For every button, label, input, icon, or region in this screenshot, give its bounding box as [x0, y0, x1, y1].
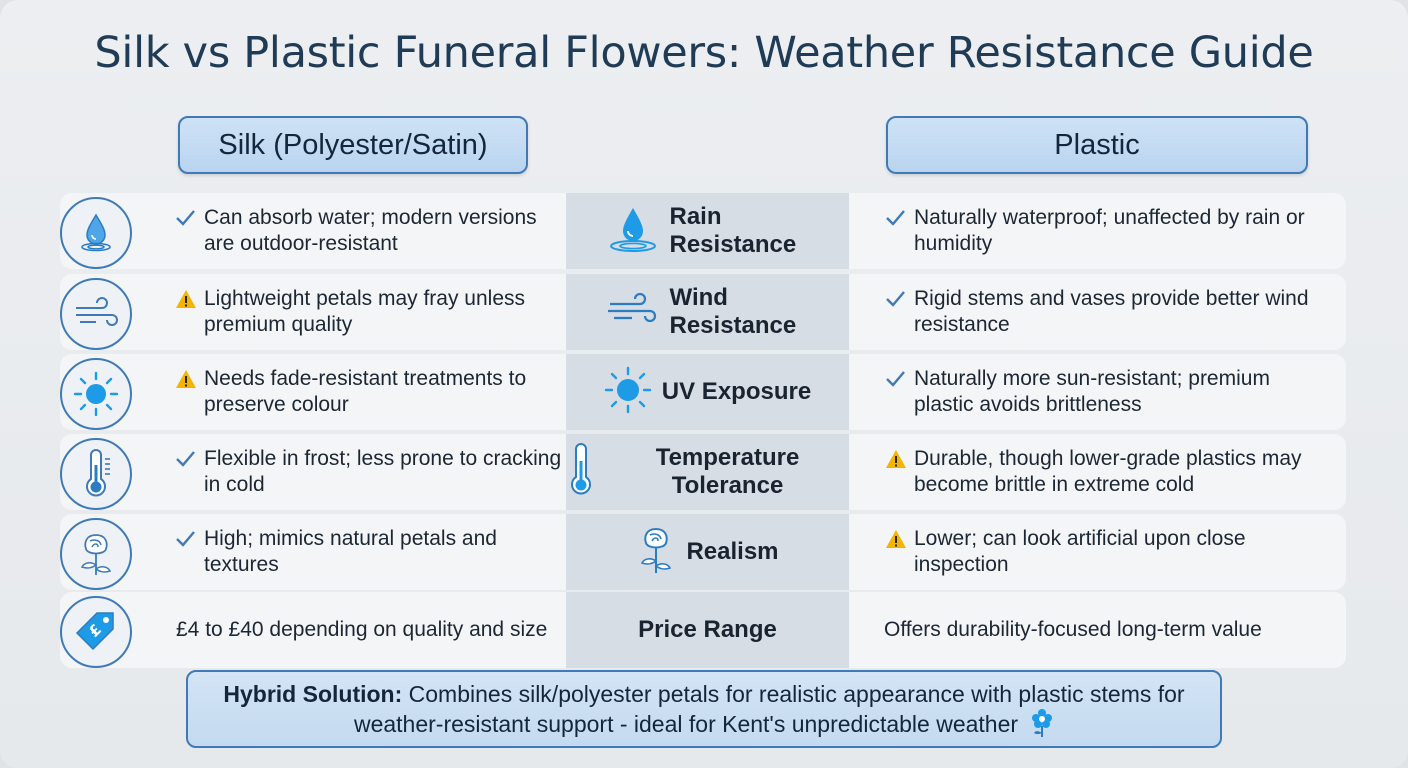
sun-icon: [60, 358, 132, 430]
comparison-row-temperature: Flexible in frost; less prone to crackin…: [60, 434, 1346, 510]
plastic-uv-cell: Naturally more sun-resistant; premium pl…: [884, 354, 1334, 430]
rose-icon: [636, 523, 676, 582]
silk-temperature-text: Flexible in frost; less prone to crackin…: [204, 447, 562, 496]
category-temperature: Temperature Tolerance: [566, 434, 849, 510]
warning-icon: [884, 448, 914, 470]
silk-price-cell: £4 to £40 depending on quality and size: [176, 592, 566, 668]
check-icon: [884, 289, 914, 309]
sun-icon: [604, 366, 652, 419]
page-title: Silk vs Plastic Funeral Flowers: Weather…: [94, 28, 1314, 78]
plastic-column-header: Plastic: [886, 116, 1308, 174]
hybrid-solution-label: Hybrid Solution:: [223, 681, 403, 707]
comparison-row-uv: Needs fade-resistant treatments to prese…: [60, 354, 1346, 430]
water-drop-icon: [60, 197, 132, 269]
rose-icon: [60, 518, 132, 590]
category-label: Price Range: [638, 616, 777, 643]
plastic-rain-cell: Naturally waterproof; unaffected by rain…: [884, 193, 1334, 269]
thermometer-icon: [60, 438, 132, 510]
comparison-row-realism: High; mimics natural petals and textures…: [60, 514, 1346, 590]
category-realism: Realism: [566, 514, 849, 590]
comparison-row-wind: Lightweight petals may fray unless premi…: [60, 274, 1346, 350]
comparison-row-price: £ £4 to £40 depending on quality and siz…: [60, 592, 1346, 668]
flower-icon: [1030, 708, 1054, 744]
thermometer-icon: [566, 442, 596, 502]
category-label: Realism: [686, 538, 779, 565]
silk-uv-cell: Needs fade-resistant treatments to prese…: [174, 354, 564, 430]
wind-icon: [60, 278, 132, 350]
plastic-wind-cell: Rigid stems and vases provide better win…: [884, 274, 1334, 350]
hybrid-solution-text: Combines silk/polyester petals for reali…: [353, 681, 1185, 738]
silk-uv-text: Needs fade-resistant treatments to prese…: [204, 367, 527, 416]
check-icon: [884, 208, 914, 228]
warning-icon: [174, 368, 204, 390]
silk-rain-cell: Can absorb water; modern versions are ou…: [174, 193, 564, 269]
plastic-realism-cell: Lower; can look artificial upon close in…: [884, 514, 1334, 590]
category-label: Temperature Tolerance: [655, 444, 800, 499]
silk-temperature-cell: Flexible in frost; less prone to crackin…: [174, 434, 564, 510]
silk-realism-text: High; mimics natural petals and textures: [204, 527, 497, 576]
price-tag-icon: £: [60, 596, 132, 668]
category-price: Price Range: [566, 592, 849, 668]
category-label: UV Exposure: [661, 378, 812, 405]
category-label: Rain Resistance: [669, 203, 797, 258]
plastic-uv-text: Naturally more sun-resistant; premium pl…: [914, 367, 1270, 416]
plastic-realism-text: Lower; can look artificial upon close in…: [914, 527, 1246, 576]
category-wind: Wind Resistance: [566, 274, 849, 350]
plastic-temperature-cell: Durable, though lower-grade plastics may…: [884, 434, 1334, 510]
check-icon: [884, 369, 914, 389]
category-rain: Rain Resistance: [566, 193, 849, 269]
wind-icon: [606, 290, 660, 335]
plastic-rain-text: Naturally waterproof; unaffected by rain…: [914, 206, 1305, 255]
category-uv: UV Exposure: [566, 354, 849, 430]
plastic-price-text: Offers durability-focused long-term valu…: [884, 618, 1262, 641]
silk-wind-text: Lightweight petals may fray unless premi…: [204, 287, 525, 336]
warning-icon: [884, 528, 914, 550]
comparison-row-rain: Can absorb water; modern versions are ou…: [60, 193, 1346, 269]
hybrid-solution-box: Hybrid Solution: Combines silk/polyester…: [186, 670, 1222, 748]
silk-price-text: £4 to £40 depending on quality and size: [176, 618, 548, 641]
silk-wind-cell: Lightweight petals may fray unless premi…: [174, 274, 564, 350]
category-label: Wind Resistance: [669, 284, 797, 339]
water-drop-icon: [606, 204, 660, 259]
check-icon: [174, 449, 204, 469]
plastic-wind-text: Rigid stems and vases provide better win…: [914, 287, 1309, 336]
silk-column-header: Silk (Polyester/Satin): [178, 116, 528, 174]
silk-realism-cell: High; mimics natural petals and textures: [174, 514, 564, 590]
warning-icon: [174, 288, 204, 310]
check-icon: [174, 208, 204, 228]
check-icon: [174, 529, 204, 549]
plastic-temperature-text: Durable, though lower-grade plastics may…: [914, 447, 1302, 496]
silk-rain-text: Can absorb water; modern versions are ou…: [204, 206, 537, 255]
plastic-price-cell: Offers durability-focused long-term valu…: [884, 592, 1334, 668]
